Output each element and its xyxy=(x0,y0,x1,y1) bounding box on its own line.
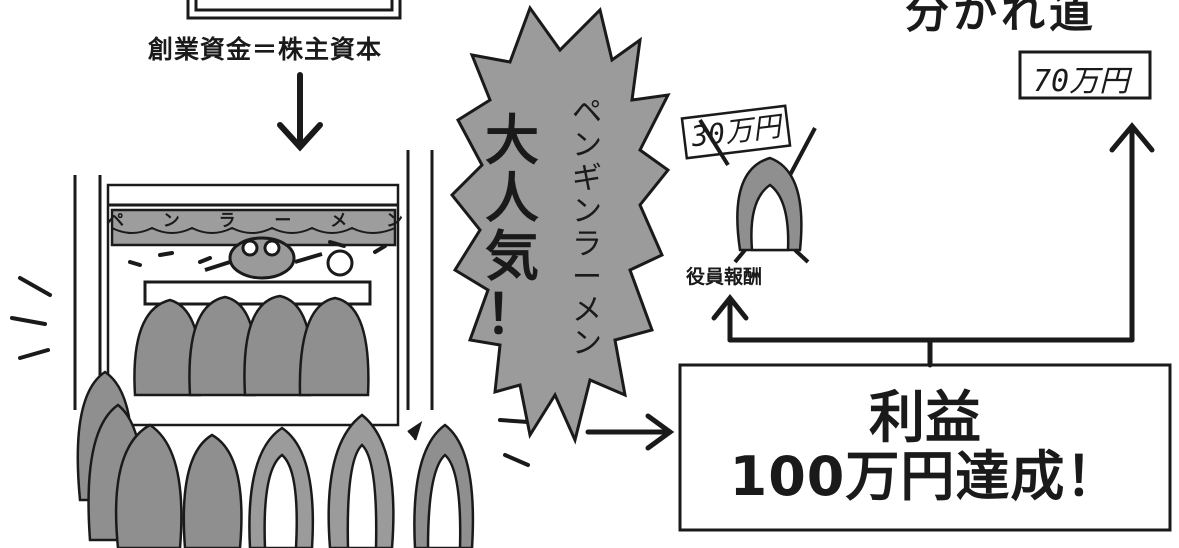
split-branches xyxy=(711,122,1155,368)
executive-pay-label: 役員報酬 xyxy=(686,266,763,288)
burst-char: ン xyxy=(572,128,602,163)
burst-char: ！ xyxy=(485,283,539,346)
burst-sub-text: ペ ン ギ ン ラ ー メ ン xyxy=(570,96,604,360)
shop-sign-char: ラ xyxy=(218,211,236,231)
shop-sign: ペ ン ラ ー メ ン xyxy=(107,206,403,231)
burst-char: ン xyxy=(572,326,602,361)
burst-char: ラ xyxy=(572,227,602,262)
executive-penguin xyxy=(680,104,817,264)
counter-penguins xyxy=(133,294,370,397)
burst-char: 人 xyxy=(485,167,539,230)
top-caption: 創業資金＝株主資本 xyxy=(148,35,383,64)
down-arrow xyxy=(277,72,323,152)
motion-marks xyxy=(10,276,530,467)
shop-sign-char: ー xyxy=(274,211,292,231)
top-frame xyxy=(186,0,402,20)
shop-sign-char: メ xyxy=(330,211,348,231)
shop-sign-char: ペ xyxy=(107,211,124,231)
shop-sign-char: ン xyxy=(162,211,180,231)
burst-main-text: 大 人 気 ！ xyxy=(482,112,542,344)
burst-char: ー xyxy=(572,260,602,295)
arrow-to-result xyxy=(585,413,675,451)
ramen-shop xyxy=(73,150,434,427)
profit-amount: 100万円達成！ xyxy=(729,444,1121,508)
burst-char: ン xyxy=(572,194,602,229)
burst-char: 気 xyxy=(485,225,539,288)
shop-sign-char: ン xyxy=(385,211,403,231)
title-fragment: 分かれ道 xyxy=(905,0,1097,38)
burst-char: ギ xyxy=(572,161,602,196)
popularity-burst xyxy=(449,4,671,445)
retained-amount-box xyxy=(1018,50,1152,100)
profit-title: 利益 xyxy=(869,385,981,451)
result-box xyxy=(678,363,1172,532)
retained-amount: 70万円 xyxy=(1033,64,1130,99)
burst-char: 大 xyxy=(485,109,539,172)
profit-result: 利益 100万円達成！ xyxy=(680,365,1170,530)
burst-char: ペ xyxy=(572,95,602,130)
burst-char: メ xyxy=(572,293,602,328)
queue-penguins xyxy=(76,370,475,548)
